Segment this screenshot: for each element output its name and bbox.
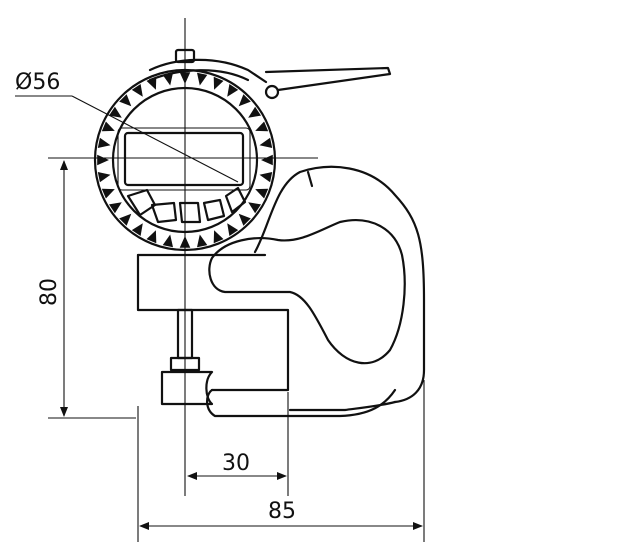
knurl-tooth — [162, 234, 173, 248]
knurl-tooth — [109, 202, 122, 214]
knurl-tooth — [255, 188, 269, 199]
knurl-tooth — [227, 84, 239, 97]
knurl-tooth — [131, 84, 143, 97]
knurl-tooth — [109, 106, 122, 118]
knurl-tooth — [119, 94, 132, 107]
height-label: 80 — [37, 278, 62, 306]
knurl-tooth — [238, 94, 251, 107]
display-buttons — [126, 186, 247, 224]
knurl-tooth — [146, 76, 157, 90]
knurl-tooth — [238, 213, 251, 226]
knurl-tooth — [119, 213, 132, 226]
knurl-tooth — [213, 230, 224, 244]
dimension-height: 80 — [37, 160, 136, 419]
dimension-throat: 30 — [187, 392, 289, 496]
knurl-tooth — [97, 154, 109, 166]
knurl-tooth — [97, 137, 111, 148]
knurl-tooth — [255, 121, 269, 132]
spindle-anvil — [160, 308, 214, 406]
knurl-tooth — [101, 121, 115, 132]
center-lines — [48, 18, 318, 496]
knurl-tooth — [101, 188, 115, 199]
bezel-knurling — [97, 72, 273, 248]
knurl-tooth — [146, 230, 157, 244]
knurl-tooth — [227, 223, 239, 236]
diameter-label: Ø56 — [15, 70, 60, 95]
knurl-tooth — [248, 106, 261, 118]
knurl-tooth — [261, 154, 273, 166]
dimension-diameter: Ø56 — [15, 70, 239, 183]
knurl-tooth — [197, 234, 208, 248]
knurl-tooth — [162, 72, 173, 86]
throat-label: 30 — [222, 451, 250, 476]
knurl-tooth — [248, 202, 261, 214]
gauge-frame — [136, 165, 426, 418]
knurl-tooth — [97, 172, 111, 183]
knurl-tooth — [197, 72, 208, 86]
knurl-tooth — [131, 223, 143, 236]
dial-gauge — [93, 68, 277, 252]
dimension-width: 85 — [137, 380, 425, 542]
lcd-display — [123, 131, 245, 187]
width-label: 85 — [268, 499, 296, 524]
knurl-tooth — [259, 172, 273, 183]
knurl-tooth — [213, 76, 224, 90]
knurl-tooth — [259, 137, 273, 148]
